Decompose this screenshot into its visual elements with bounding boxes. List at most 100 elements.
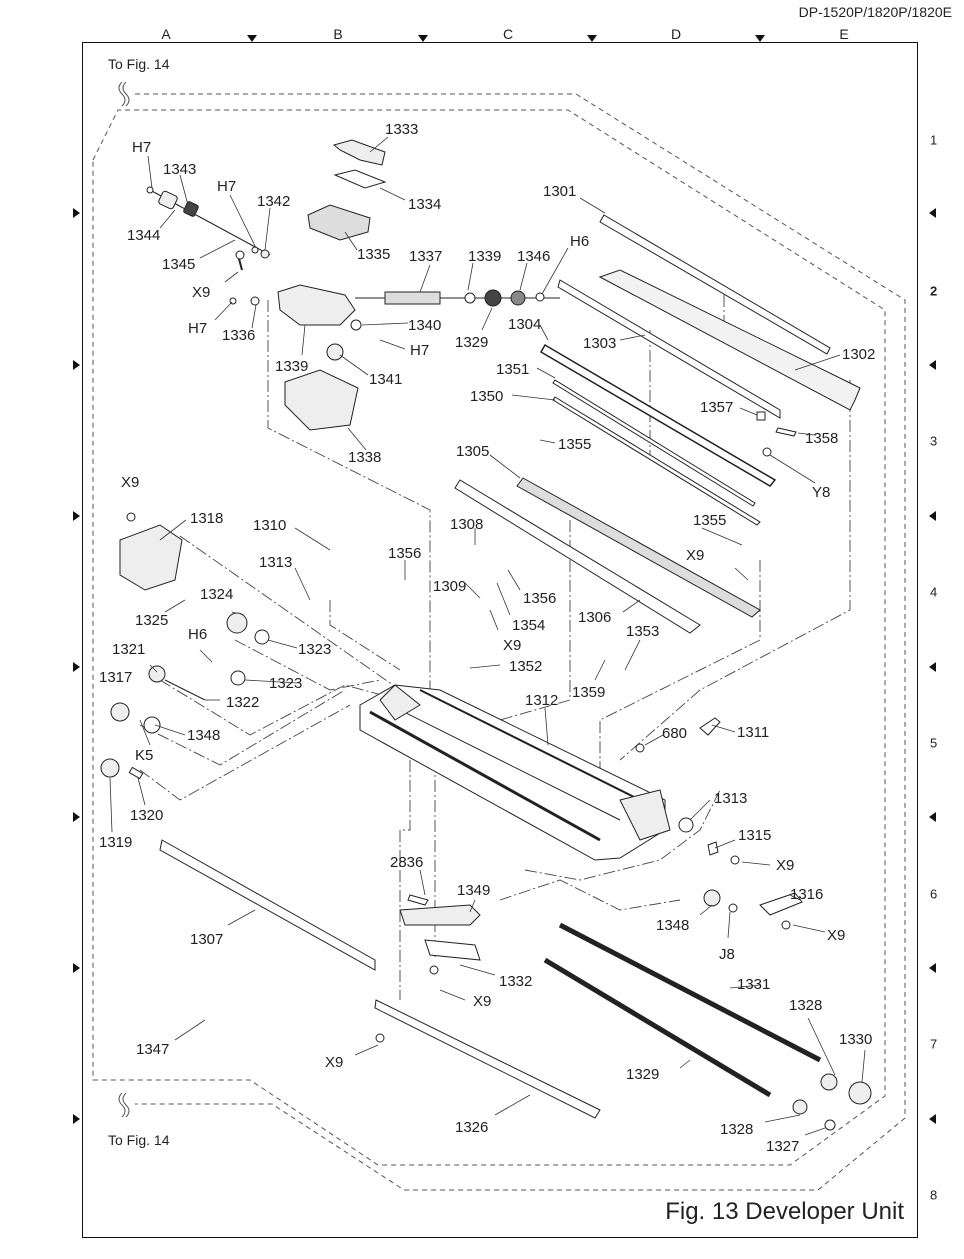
part-label-1336: 1336 — [222, 327, 255, 344]
model-number: DP-1520P/1820P/1820E — [798, 4, 952, 20]
part-label-1324: 1324 — [200, 586, 233, 603]
part-label-1355: 1355 — [693, 512, 726, 529]
part-label-1311: 1311 — [737, 724, 769, 741]
part-label-1325: 1325 — [135, 612, 168, 629]
part-label-1312: 1312 — [525, 692, 558, 709]
left-parts — [100, 512, 601, 1119]
part-label-y8: Y8 — [812, 484, 830, 501]
part-label-h6: H6 — [570, 233, 589, 250]
part-label-1318: 1318 — [190, 510, 223, 527]
part-label-1323: 1323 — [269, 675, 302, 692]
diagram-frame — [82, 42, 918, 1238]
part-label-1335: 1335 — [357, 246, 390, 263]
part-label-1337: 1337 — [409, 248, 442, 265]
part-label-1339: 1339 — [275, 358, 308, 375]
grid-row-3: 3 — [930, 433, 938, 449]
part-label-1346: 1346 — [517, 248, 550, 265]
part-label-x9: X9 — [503, 637, 521, 654]
part-label-1355: 1355 — [558, 436, 591, 453]
part-label-x9: X9 — [192, 284, 210, 301]
part-label-x9: X9 — [776, 857, 794, 874]
part-label-1334: 1334 — [408, 196, 441, 213]
part-label-x9: X9 — [121, 474, 139, 491]
part-label-1348: 1348 — [187, 727, 220, 744]
part-label-1344: 1344 — [127, 227, 160, 244]
part-label-1338: 1338 — [348, 449, 381, 466]
part-label-h6: H6 — [188, 626, 207, 643]
top-parts — [146, 139, 560, 431]
part-label-h7: H7 — [217, 178, 236, 195]
part-label-1329: 1329 — [455, 334, 488, 351]
part-label-1343: 1343 — [163, 161, 196, 178]
grid-column-b: B — [333, 26, 343, 42]
part-label-1329: 1329 — [626, 1066, 659, 1083]
leader-lines — [109, 136, 866, 1136]
part-label-1303: 1303 — [583, 335, 616, 352]
part-label-1315: 1315 — [738, 827, 771, 844]
auger-parts — [543, 717, 872, 1131]
part-label-1353: 1353 — [626, 623, 659, 640]
part-label-1310: 1310 — [253, 517, 286, 534]
developer-housing — [359, 684, 671, 861]
part-label-1304: 1304 — [508, 316, 541, 333]
grid-row-2: 2 — [930, 283, 938, 299]
figure-title: Fig. 13 Developer Unit — [665, 1198, 904, 1225]
part-label-1319: 1319 — [99, 834, 132, 851]
part-label-h7: H7 — [410, 342, 429, 359]
part-label-1320: 1320 — [130, 807, 163, 824]
part-label-680: 680 — [662, 725, 687, 742]
part-label-1307: 1307 — [190, 931, 223, 948]
part-label-1323: 1323 — [298, 641, 331, 658]
part-label-1305: 1305 — [456, 443, 489, 460]
part-label-1331: 1331 — [737, 976, 770, 993]
part-label-1306: 1306 — [578, 609, 611, 626]
grid-row-4: 4 — [930, 584, 938, 600]
part-label-2836: 2836 — [390, 854, 423, 871]
part-label-1332: 1332 — [499, 973, 532, 990]
grid-column-c: C — [502, 26, 514, 42]
part-label-1333: 1333 — [385, 121, 418, 138]
part-label-1316: 1316 — [790, 886, 823, 903]
grid-row-8: 8 — [930, 1187, 938, 1203]
grid-row-6: 6 — [930, 886, 938, 902]
reference-bottom: To Fig. 14 — [108, 1132, 170, 1148]
part-label-x9: X9 — [686, 547, 704, 564]
part-label-1350: 1350 — [470, 388, 503, 405]
part-label-j8: J8 — [719, 946, 735, 963]
part-label-1330: 1330 — [839, 1031, 872, 1048]
part-label-1348: 1348 — [656, 917, 689, 934]
part-label-1317: 1317 — [99, 669, 132, 686]
part-label-1313: 1313 — [259, 554, 292, 571]
part-label-1341: 1341 — [369, 371, 402, 388]
part-label-1309: 1309 — [433, 578, 466, 595]
part-label-1328: 1328 — [789, 997, 822, 1014]
part-label-1345: 1345 — [162, 256, 195, 273]
part-label-1339: 1339 — [468, 248, 501, 265]
part-label-1313: 1313 — [714, 790, 747, 807]
part-label-h7: H7 — [132, 139, 151, 156]
part-label-1328: 1328 — [720, 1121, 753, 1138]
part-label-1358: 1358 — [805, 430, 838, 447]
grid-column-a: A — [161, 26, 171, 42]
part-label-1322: 1322 — [226, 694, 259, 711]
part-label-x9: X9 — [827, 927, 845, 944]
part-label-1302: 1302 — [842, 346, 875, 363]
part-label-x9: X9 — [325, 1054, 343, 1071]
part-labels: 1333 1334 1335 1343 H7 H7 1342 1344 1345… — [99, 121, 875, 1155]
grid-markers — [73, 35, 936, 1124]
part-label-1351: 1351 — [496, 361, 529, 378]
part-label-x9: X9 — [473, 993, 491, 1010]
part-label-1359: 1359 — [572, 684, 605, 701]
grid-row-7: 7 — [930, 1036, 938, 1052]
boundary-lines — [92, 93, 906, 1191]
break-marks — [118, 81, 130, 1118]
part-label-1354: 1354 — [512, 617, 545, 634]
part-label-1326: 1326 — [455, 1119, 488, 1136]
right-parts — [454, 214, 861, 634]
part-label-1347: 1347 — [136, 1041, 169, 1058]
part-label-1356: 1356 — [523, 590, 556, 607]
part-label-1327: 1327 — [766, 1138, 799, 1155]
part-label-1349: 1349 — [457, 882, 490, 899]
part-label-h7: H7 — [188, 320, 207, 337]
